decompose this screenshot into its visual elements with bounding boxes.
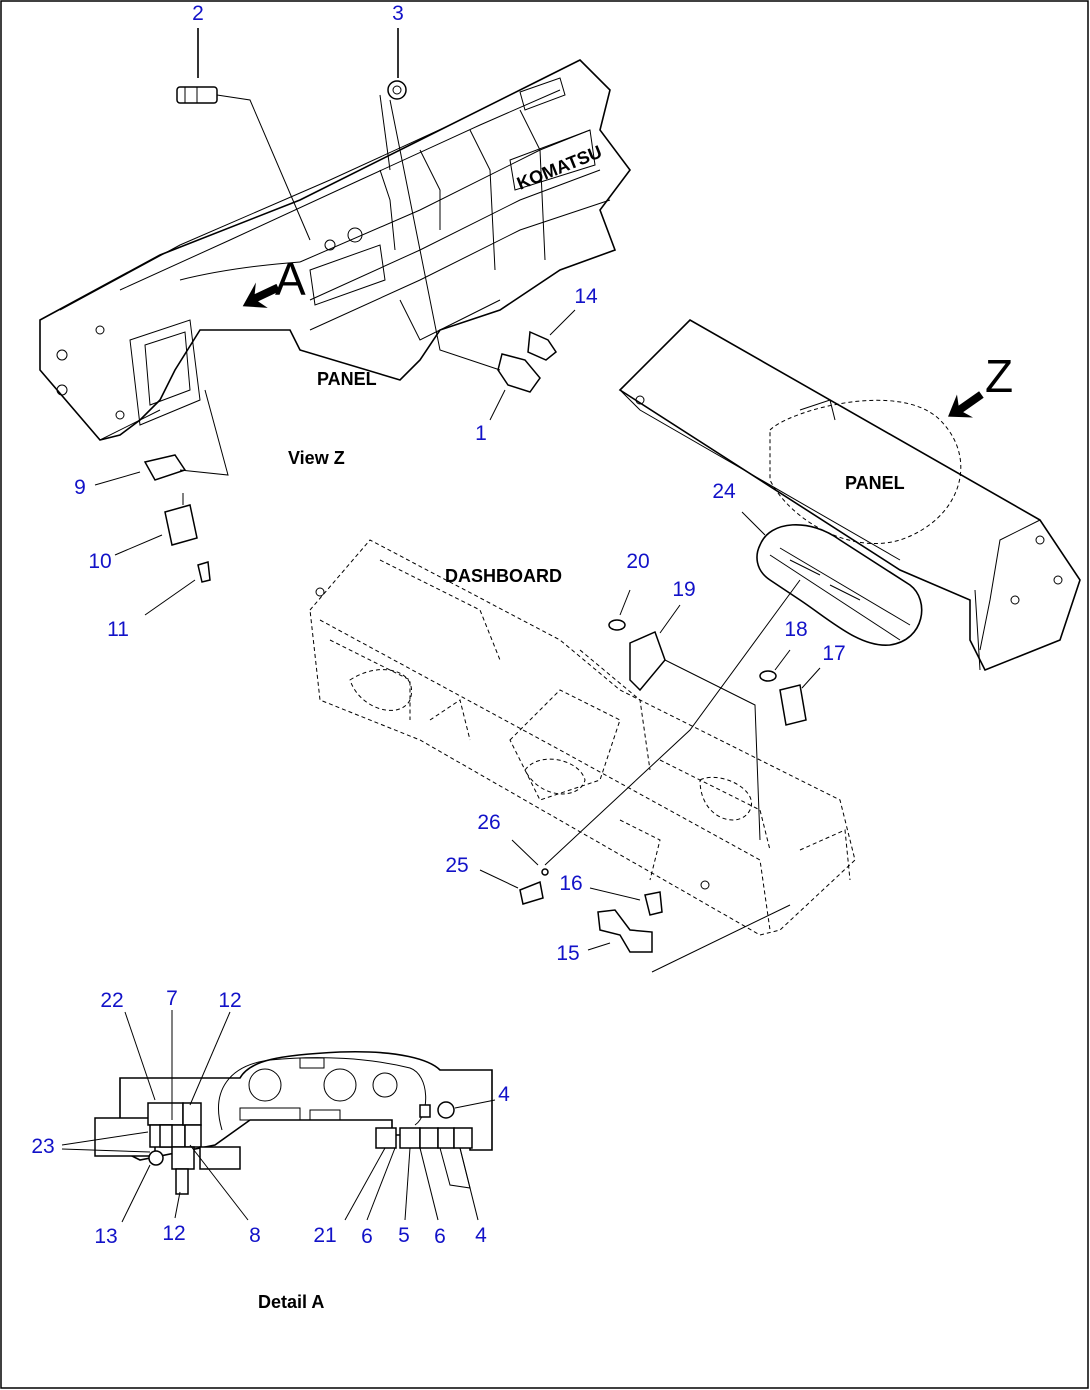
detail-a-drawing	[61, 1010, 496, 1223]
callout-20: 20	[626, 550, 649, 573]
callout-11: 11	[107, 618, 129, 641]
callout-22: 22	[100, 989, 123, 1012]
callout-21: 21	[313, 1224, 336, 1247]
callout-7: 7	[166, 987, 178, 1010]
callout-6-left: 6	[361, 1225, 373, 1248]
callout-24: 24	[712, 480, 736, 503]
small-parts	[143, 80, 807, 953]
callout-4-top: 4	[498, 1083, 510, 1106]
callout-23: 23	[31, 1135, 54, 1158]
caption-detail-a: Detail A	[258, 1292, 324, 1312]
callout-13: 13	[94, 1225, 117, 1248]
callout-4-bottom: 4	[475, 1224, 487, 1247]
callout-15: 15	[556, 942, 579, 965]
callout-17: 17	[822, 642, 845, 665]
callout-14: 14	[574, 285, 598, 308]
callout-10: 10	[88, 550, 111, 573]
callout-5: 5	[398, 1224, 410, 1247]
caption-panel-top: PANEL	[317, 369, 377, 389]
callout-numbers: 2 3 14 1 9 10 11 24 20 19 18 17 26 25 16…	[31, 2, 845, 1248]
caption-panel-right: PANEL	[845, 473, 905, 493]
callout-12-top: 12	[218, 989, 241, 1012]
view-letter-z: Z	[985, 350, 1013, 402]
callout-16: 16	[559, 872, 582, 895]
callout-26: 26	[477, 811, 500, 834]
callout-12-bottom: 12	[162, 1222, 185, 1245]
callout-25: 25	[445, 854, 468, 877]
callout-19: 19	[672, 578, 695, 601]
callout-8: 8	[249, 1224, 261, 1247]
instrument-cluster-drawing	[756, 523, 923, 646]
caption-view-z: View Z	[288, 448, 345, 468]
callout-9: 9	[74, 476, 86, 499]
svg-text:KOMATSU: KOMATSU	[514, 142, 605, 194]
callout-1: 1	[475, 422, 487, 445]
callout-18: 18	[784, 618, 807, 641]
callout-3: 3	[392, 2, 404, 25]
view-letter-a: A	[275, 253, 306, 305]
dashboard-drawing	[309, 539, 856, 936]
caption-dashboard: DASHBOARD	[445, 566, 562, 586]
callout-2: 2	[192, 2, 204, 25]
leader-lines	[94, 28, 821, 973]
right-panel-drawing	[618, 319, 1081, 672]
callout-6-right: 6	[434, 1225, 446, 1248]
